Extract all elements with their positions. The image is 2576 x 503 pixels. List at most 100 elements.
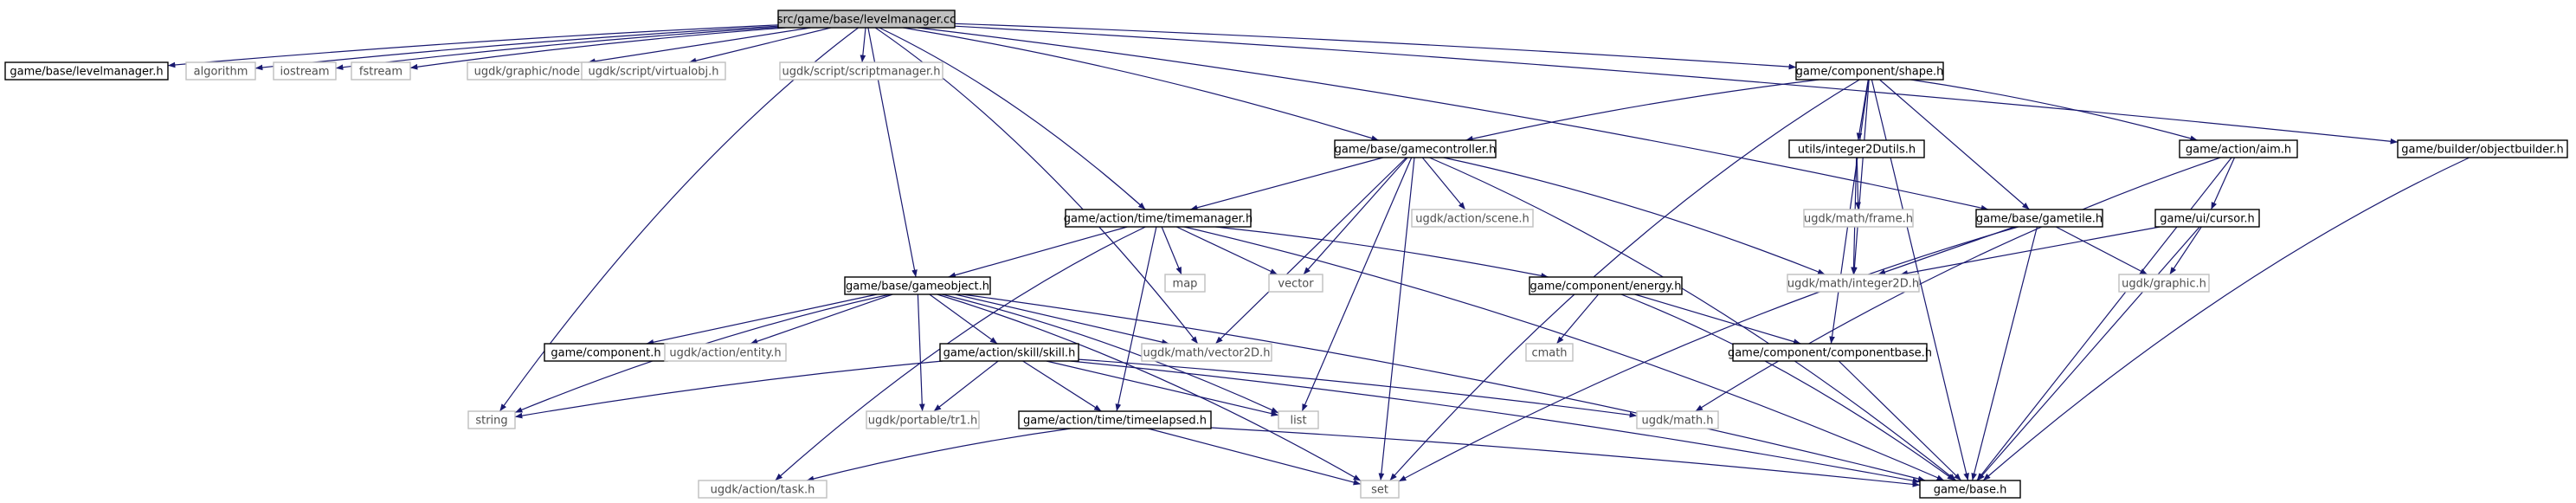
node-box xyxy=(1141,343,1272,362)
edge-timemanager-to-timeelapsed xyxy=(1115,226,1157,412)
edge-timeelapsed-to-set xyxy=(1148,428,1362,486)
node-action-entity: ugdk/action/entity.h xyxy=(664,343,787,362)
edge-levelmanager_cc-to-math_vector2d xyxy=(874,27,1199,345)
edge-levelmanager_cc-to-virtualobj xyxy=(688,27,832,64)
node-component-h[interactable]: game/component.h xyxy=(544,343,668,362)
node-box xyxy=(939,343,1079,362)
node-gametile[interactable]: game/base/gametile.h xyxy=(1975,209,2103,228)
node-vector: vector xyxy=(1268,274,1323,293)
node-box xyxy=(1334,139,1497,158)
node-gameobject[interactable]: game/base/gameobject.h xyxy=(844,276,991,295)
edge-timemanager-to-vector xyxy=(1175,226,1278,275)
edge-objectbuilder-to-base_h xyxy=(1982,157,2470,481)
edge-gametile-to-base_h xyxy=(1971,226,2038,481)
node-label: game/component/energy.h xyxy=(1530,281,1682,293)
node-box xyxy=(1919,480,2021,499)
node-levelmanager-h[interactable]: game/base/levelmanager.h xyxy=(4,61,169,81)
edge-shape_h-to-set xyxy=(1389,79,1860,481)
edge-levelmanager_cc-to-objectbuilder xyxy=(954,25,2399,145)
node-map: map xyxy=(1164,274,1206,293)
edge-levelmanager_cc-to-timemanager xyxy=(879,27,1146,210)
edge-skill-to-portable_tr1 xyxy=(933,360,999,412)
node-label: map xyxy=(1173,278,1198,291)
edge-aim-to-ui_cursor xyxy=(2210,157,2236,210)
node-objectbuilder[interactable]: game/builder/objectbuilder.h xyxy=(2397,139,2568,158)
node-label: game/action/time/timemanager.h xyxy=(1064,213,1253,226)
node-label: cmath xyxy=(1531,347,1567,360)
edge-energy-to-cmath xyxy=(1555,293,1600,345)
edge-gameobject-to-action_entity xyxy=(750,293,893,345)
node-box xyxy=(1278,410,1319,429)
edge-shape_h-to-base_h xyxy=(1871,79,1969,481)
node-box xyxy=(1018,410,1212,429)
node-box xyxy=(1795,61,1944,81)
node-box xyxy=(2118,274,2210,293)
node-box xyxy=(581,61,726,81)
node-aim[interactable]: game/action/aim.h xyxy=(2179,139,2298,158)
node-math-integer2d: ugdk/math/integer2D.h xyxy=(1787,274,1920,293)
node-graphic-node: ugdk/graphic/node.h xyxy=(467,61,598,81)
node-integer2dutils[interactable]: utils/integer2Dutils.h xyxy=(1788,139,1925,158)
edge-gamecontroller-to-list xyxy=(1301,157,1413,412)
edge-aim-to-base_h xyxy=(1976,157,2232,481)
node-fstream: fstream xyxy=(351,61,411,81)
node-label: game/component.h xyxy=(551,347,660,360)
node-list: list xyxy=(1278,410,1319,429)
node-ui-cursor[interactable]: game/ui/cursor.h xyxy=(2154,209,2260,228)
node-box xyxy=(866,410,980,429)
edge-ui_cursor-to-graphic_h xyxy=(2169,226,2202,275)
node-cmath: cmath xyxy=(1525,343,1574,362)
node-box xyxy=(1525,343,1574,362)
node-label: set xyxy=(1371,484,1388,497)
edge-timemanager-to-action_task xyxy=(775,226,1146,481)
edge-componentbase-to-base_h xyxy=(1838,360,1962,481)
node-skill[interactable]: game/action/skill/skill.h xyxy=(939,343,1079,362)
node-base-h[interactable]: game/base.h xyxy=(1919,480,2021,499)
node-label: vector xyxy=(1278,278,1314,291)
node-label: game/ui/cursor.h xyxy=(2160,213,2254,226)
edge-ui_cursor-to-base_h xyxy=(1977,226,2200,481)
node-portable-tr1: ugdk/portable/tr1.h xyxy=(866,410,980,429)
node-box xyxy=(844,276,991,295)
node-shape-h[interactable]: game/component/shape.h xyxy=(1795,61,1944,81)
node-label: game/base/gameobject.h xyxy=(846,281,989,293)
node-label: iostream xyxy=(280,66,329,79)
edge-gamecontroller-to-base_h xyxy=(1429,157,1957,481)
node-energy[interactable]: game/component/energy.h xyxy=(1529,276,1683,295)
edge-levelmanager_cc-to-algorithm xyxy=(254,25,779,71)
node-label: algorithm xyxy=(194,66,248,79)
node-label: ugdk/script/virtualobj.h xyxy=(588,66,718,79)
node-graphic-h: ugdk/graphic.h xyxy=(2118,274,2210,293)
node-levelmanager-cc[interactable]: src/game/base/levelmanager.cc xyxy=(777,10,956,29)
node-action-task: ugdk/action/task.h xyxy=(698,480,828,499)
node-label: game/action/time/timeelapsed.h xyxy=(1023,415,1207,428)
node-label: fstream xyxy=(359,66,402,79)
node-label: ugdk/action/scene.h xyxy=(1415,213,1530,226)
node-box xyxy=(4,61,169,81)
edge-timeelapsed-to-action_task xyxy=(806,428,1072,482)
node-componentbase[interactable]: game/component/componentbase.h xyxy=(1728,343,1932,362)
edge-gametile-to-set xyxy=(1398,226,2019,482)
node-set: set xyxy=(1360,480,1400,499)
node-timemanager[interactable]: game/action/time/timemanager.h xyxy=(1064,209,1253,228)
node-scriptmanager: ugdk/script/scriptmanager.h xyxy=(779,61,943,81)
node-timeelapsed[interactable]: game/action/time/timeelapsed.h xyxy=(1018,410,1212,429)
edge-gamecontroller-to-vector xyxy=(1303,157,1408,275)
edge-levelmanager_cc-to-fstream xyxy=(409,27,786,70)
edge-levelmanager_cc-to-gamecontroller xyxy=(903,27,1379,141)
edge-energy-to-base_h xyxy=(1620,293,1955,481)
node-box xyxy=(1787,274,1920,293)
edge-levelmanager_cc-to-scriptmanager xyxy=(860,27,866,63)
node-label: game/base/gamecontroller.h xyxy=(1335,144,1497,157)
node-box xyxy=(1529,276,1683,295)
edge-gamecontroller-to-set xyxy=(1378,157,1415,481)
edge-energy-to-componentbase xyxy=(1634,293,1801,345)
edge-gameobject-to-base_h xyxy=(962,293,1926,482)
node-gamecontroller[interactable]: game/base/gamecontroller.h xyxy=(1334,139,1497,158)
node-box xyxy=(2397,139,2568,158)
node-box xyxy=(777,10,956,29)
node-box xyxy=(1788,139,1925,158)
node-algorithm: algorithm xyxy=(185,61,256,81)
edge-timemanager-to-map xyxy=(1161,226,1182,275)
